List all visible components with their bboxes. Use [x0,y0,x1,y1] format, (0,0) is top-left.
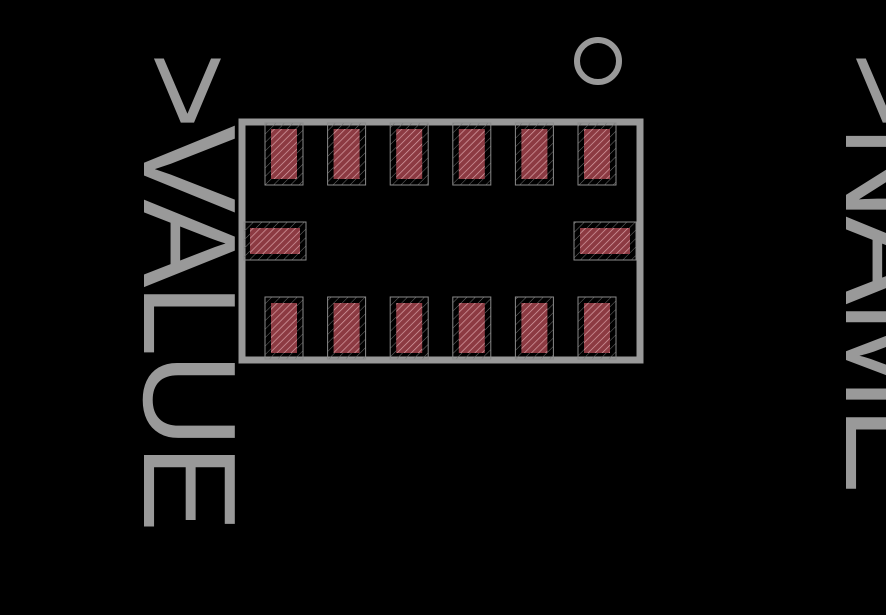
pad-group [243,122,637,360]
value-label: >VALUE [116,52,263,528]
pad-bottom-4[interactable] [458,303,485,353]
pad-top-4[interactable] [458,129,485,179]
pad-top-6[interactable] [584,129,610,179]
pad-bottom-2[interactable] [333,303,360,353]
pad-top-2[interactable] [333,129,360,179]
pad-top-3[interactable] [396,129,423,179]
pad-top-5[interactable] [521,129,548,179]
pad-bottom-5[interactable] [521,303,548,353]
pad-bottom-6[interactable] [584,303,610,353]
pad-left[interactable] [250,228,300,254]
pin1-marker-circle [574,37,622,85]
pad-bottom-3[interactable] [396,303,423,353]
pad-top-1[interactable] [271,129,297,179]
pad-right[interactable] [580,228,630,254]
name-label: >NAME [818,52,886,490]
pad-bottom-1[interactable] [271,303,297,353]
package-outline [238,118,644,364]
